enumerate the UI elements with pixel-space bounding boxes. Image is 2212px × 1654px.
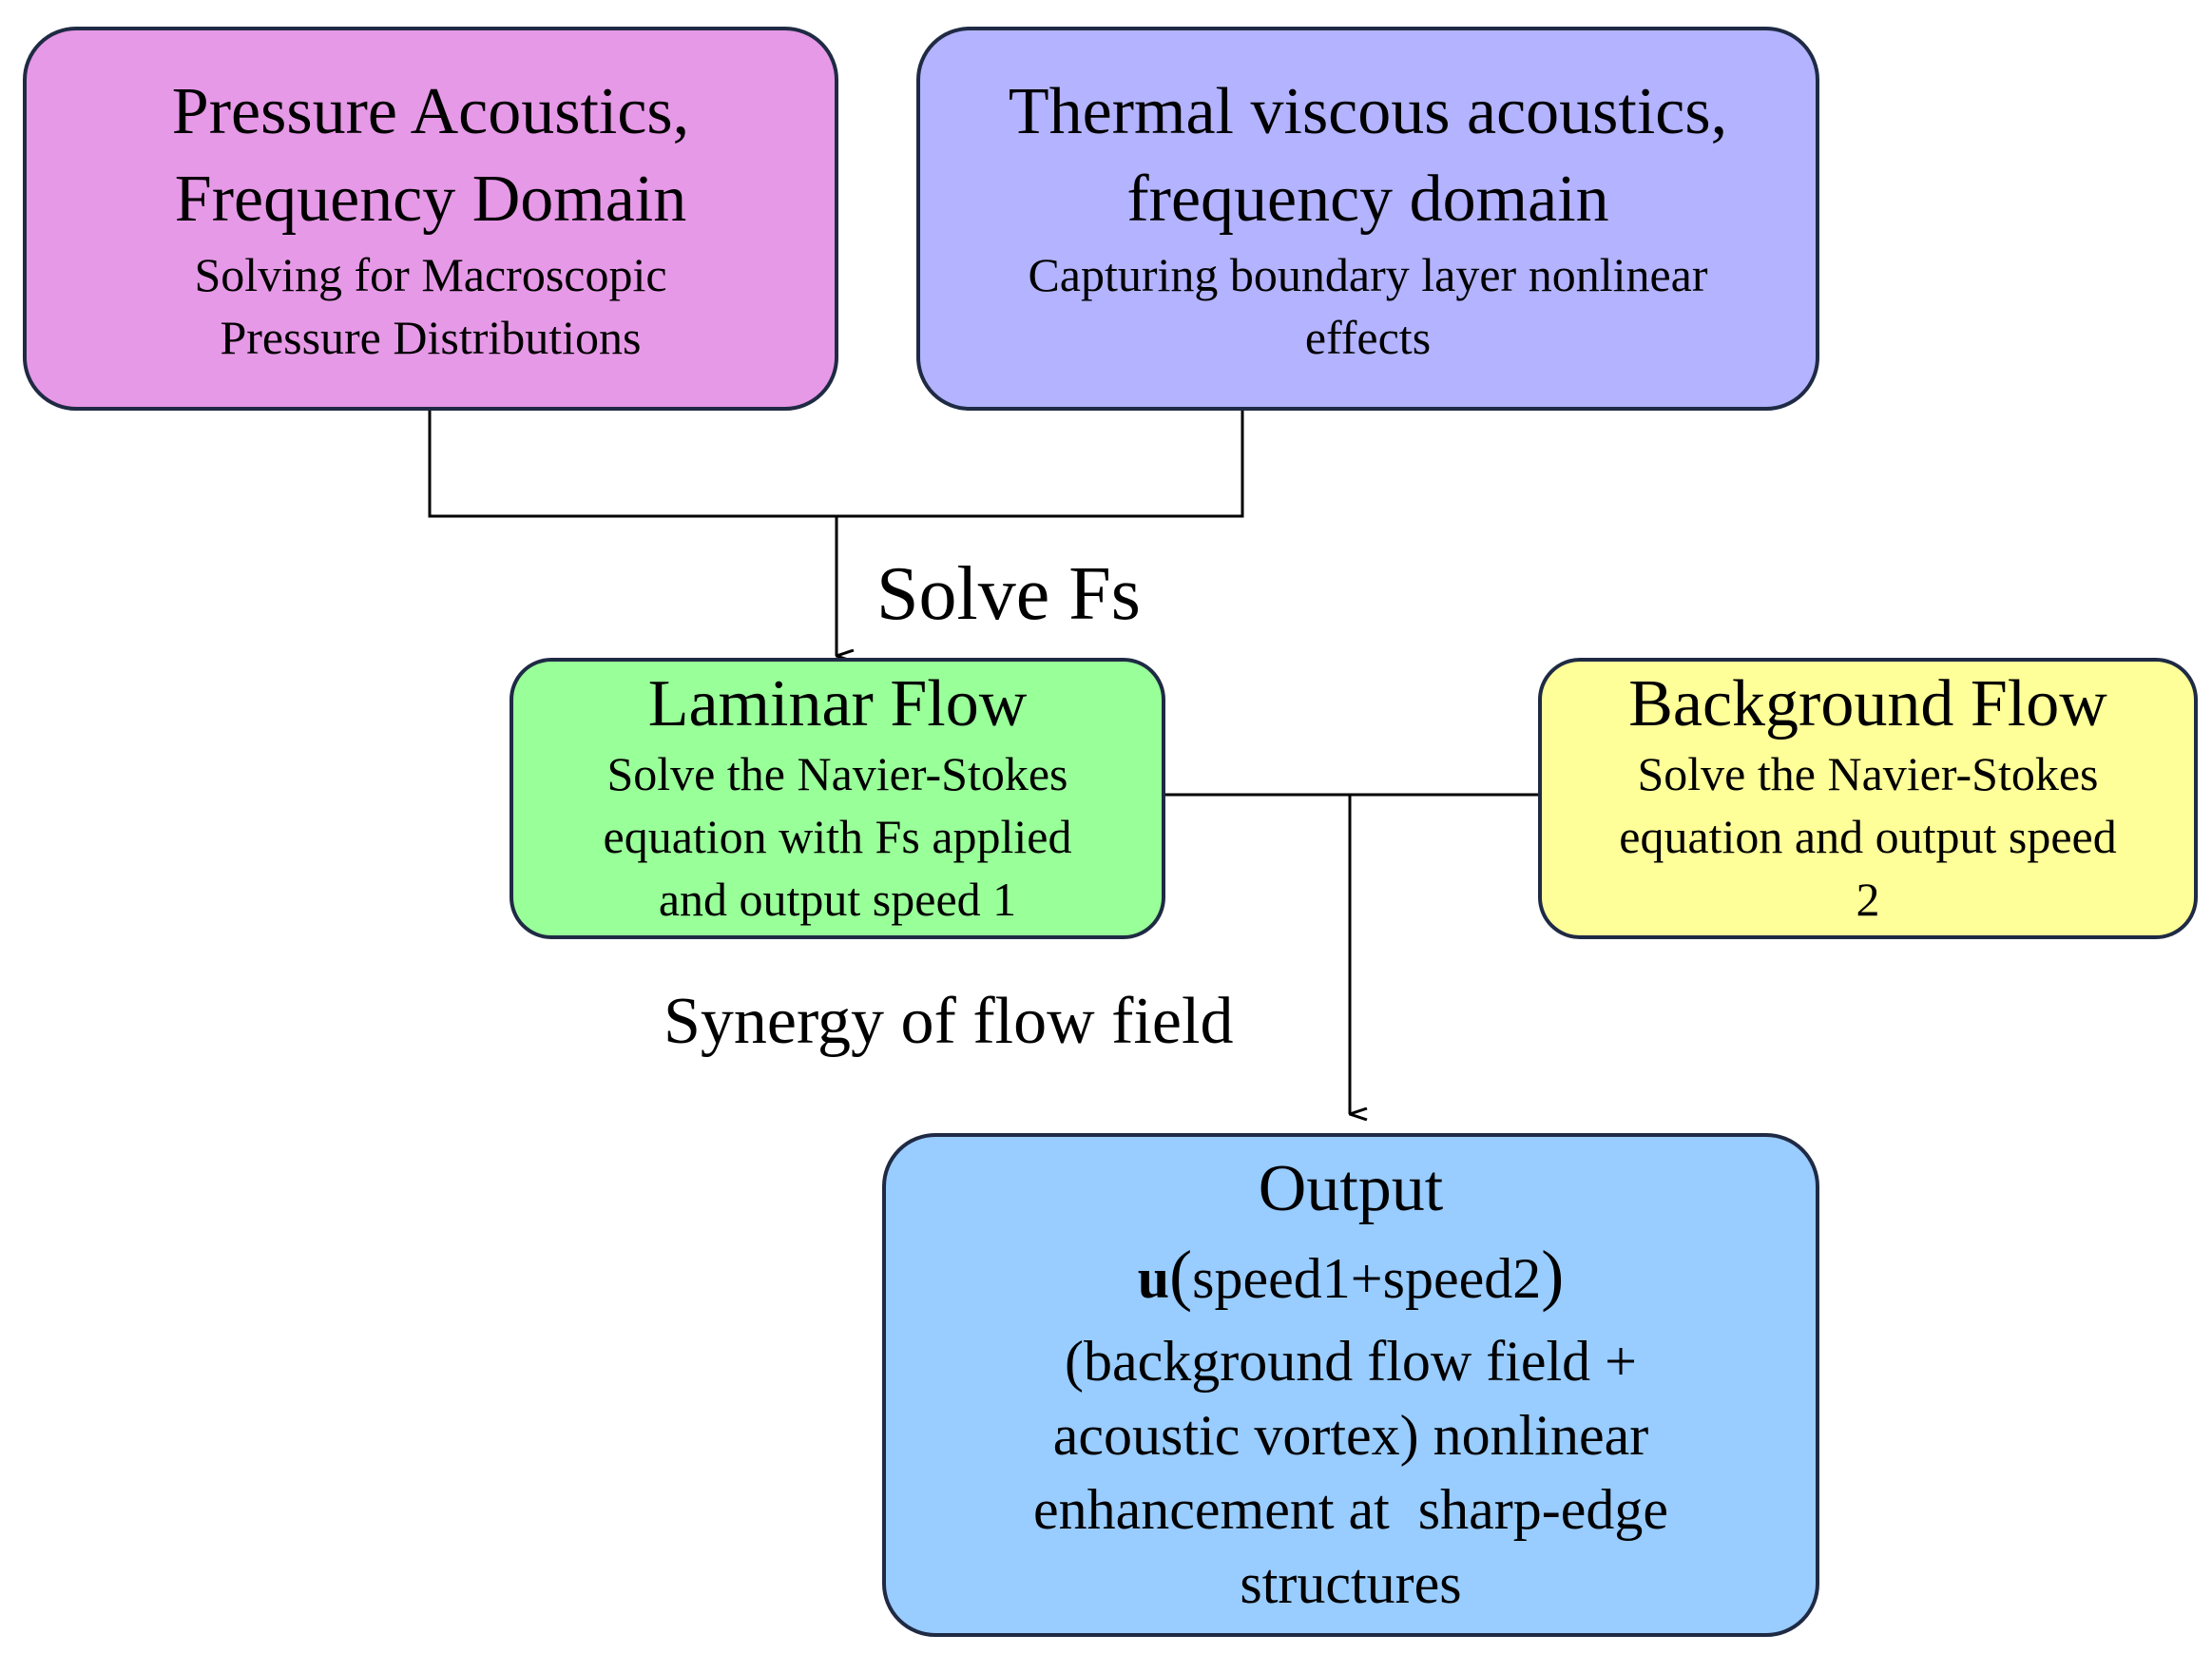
background-flow-box: Background Flow Solve the Navier-Stokes … (1538, 658, 2198, 939)
background-title: Background Flow (1628, 667, 2107, 740)
laminar-flow-box: Laminar Flow Solve the Navier-Stokes equ… (510, 658, 1165, 939)
output-desc-line3: enhancement at sharp-edge (1033, 1478, 1668, 1541)
pressure-desc-line2: Pressure Distributions (220, 311, 642, 364)
solve-fs-label: Solve Fs (876, 552, 1141, 636)
pressure-acoustics-box: Pressure Acoustics, Frequency Domain Sol… (23, 27, 838, 411)
pressure-title-line1: Pressure Acoustics, (171, 75, 690, 148)
output-formula: u(speed1+speed2) (1138, 1229, 1564, 1324)
thermal-viscous-box: Thermal viscous acoustics, frequency dom… (916, 27, 1819, 411)
output-desc-line1: (background flow field + (1065, 1330, 1637, 1393)
output-formula-inner: speed1+speed2 (1192, 1247, 1542, 1310)
output-formula-close: ) (1541, 1237, 1565, 1313)
pressure-title-line2: Frequency Domain (174, 163, 687, 236)
background-desc-line3: 2 (1856, 873, 1880, 926)
output-box: Output u(speed1+speed2) (background flow… (882, 1133, 1819, 1637)
laminar-desc-line2: equation with Fs applied (603, 810, 1072, 863)
laminar-desc-line1: Solve the Navier-Stokes (606, 747, 1068, 800)
output-desc-line2: acoustic vortex) nonlinear (1052, 1404, 1649, 1467)
thermal-desc-line1: Capturing boundary layer nonlinear (1028, 248, 1708, 301)
top-merge-line (428, 409, 1244, 518)
background-desc-line1: Solve the Navier-Stokes (1637, 747, 2099, 800)
output-title: Output (1258, 1152, 1444, 1225)
thermal-desc-line2: effects (1304, 311, 1432, 364)
background-desc-line2: equation and output speed (1619, 810, 2117, 863)
thermal-title-line2: frequency domain (1126, 163, 1609, 236)
pressure-desc-line1: Solving for Macroscopic (194, 248, 667, 301)
output-formula-open: ( (1169, 1237, 1193, 1313)
output-formula-symbol: u (1137, 1247, 1170, 1310)
laminar-title: Laminar Flow (647, 667, 1028, 740)
thermal-title-line1: Thermal viscous acoustics, (1008, 75, 1728, 148)
output-desc-line4: structures (1240, 1552, 1462, 1615)
laminar-desc-line3: and output speed 1 (658, 873, 1017, 926)
synergy-label: Synergy of flow field (664, 985, 1234, 1058)
